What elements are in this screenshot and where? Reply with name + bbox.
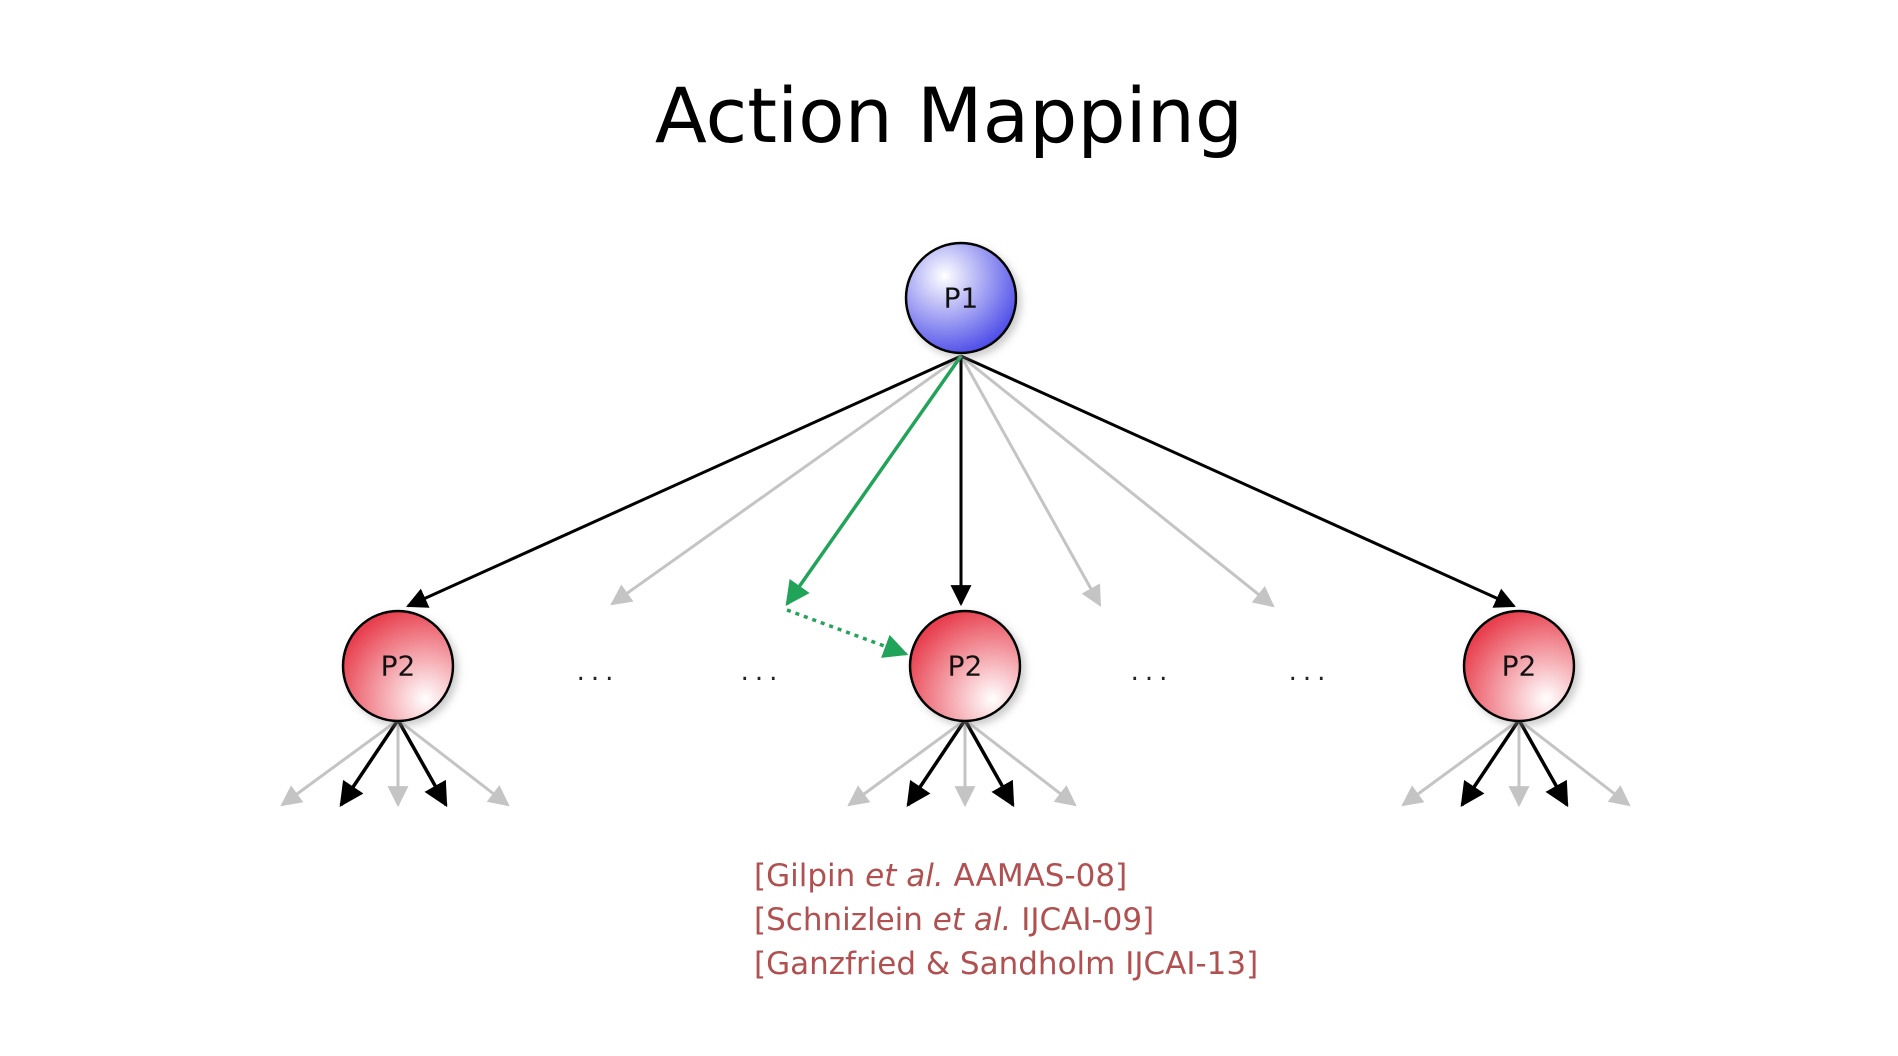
node-p2-left: P2 bbox=[341, 609, 455, 723]
node-p1-circle bbox=[904, 241, 1018, 355]
node-p2-right-circle bbox=[1462, 609, 1576, 723]
node-p1: P1 bbox=[904, 241, 1018, 355]
ellipsis-2: ... bbox=[741, 657, 784, 687]
edge-root-left bbox=[406, 354, 962, 608]
node-p2-middle-circle bbox=[908, 609, 1022, 723]
edge-root-right bbox=[960, 354, 1516, 608]
edge-right-child-black-1 bbox=[1460, 719, 1521, 808]
gray-edges-root bbox=[610, 354, 1275, 608]
edge-middle-child-black-1 bbox=[906, 719, 967, 808]
reference-1: [Gilpin et al. AAMAS-08] bbox=[754, 854, 1258, 898]
slide-title: Action Mapping bbox=[654, 71, 1244, 160]
node-p2-middle: P2 bbox=[908, 609, 1022, 723]
edge-middle-child-gray-3 bbox=[964, 718, 1077, 807]
edge-left-child-gray-3 bbox=[397, 718, 510, 807]
node-p1-label: P1 bbox=[944, 282, 979, 315]
node-p2-right-label: P2 bbox=[1502, 650, 1537, 683]
edge-right-child-gray-3 bbox=[1518, 718, 1631, 807]
reference-1-prefix: [Gilpin bbox=[754, 858, 866, 894]
reference-2: [Schnizlein et al. IJCAI-09] bbox=[754, 898, 1258, 942]
node-p2-middle-label: P2 bbox=[948, 650, 983, 683]
reference-3: [Ganzfried & Sandholm IJCAI-13] bbox=[754, 942, 1258, 986]
edge-mapped-action bbox=[786, 608, 909, 658]
edge-root-gray-3 bbox=[960, 354, 1275, 608]
references: [Gilpin et al. AAMAS-08] [Schnizlein et … bbox=[754, 854, 1258, 986]
node-p2-left-label: P2 bbox=[381, 650, 416, 683]
edge-left-child-black-2 bbox=[396, 719, 448, 808]
edge-actual-action bbox=[785, 354, 963, 607]
edge-left-child-gray-1 bbox=[280, 718, 399, 807]
ellipsis-3: ... bbox=[1131, 657, 1174, 687]
edge-right-child-black-2 bbox=[1517, 719, 1569, 808]
edge-root-gray-2 bbox=[959, 355, 1102, 607]
reference-2-italic: et al. bbox=[932, 902, 1012, 938]
edge-left-child-black-1 bbox=[339, 719, 400, 808]
node-p2-left-circle bbox=[341, 609, 455, 723]
reference-1-italic: et al. bbox=[865, 858, 944, 894]
edge-right-child-gray-1 bbox=[1401, 718, 1520, 807]
edge-root-gray-1 bbox=[610, 354, 962, 606]
reference-2-suffix: IJCAI-09] bbox=[1011, 902, 1155, 938]
action-mapping-edges bbox=[785, 354, 963, 658]
reference-2-prefix: [Schnizlein bbox=[754, 902, 933, 938]
edge-middle-child-gray-1 bbox=[847, 718, 966, 807]
black-edges-root bbox=[406, 354, 1516, 608]
p2-subtree-edges bbox=[280, 718, 1631, 808]
reference-3-prefix: [Ganzfried & Sandholm IJCAI-13] bbox=[754, 946, 1259, 982]
reference-1-suffix: AAMAS-08] bbox=[943, 858, 1128, 894]
node-p2-right: P2 bbox=[1462, 609, 1576, 723]
ellipsis-1: ... bbox=[577, 657, 620, 687]
ellipsis-4: ... bbox=[1289, 657, 1332, 687]
edge-middle-child-black-2 bbox=[963, 719, 1015, 808]
